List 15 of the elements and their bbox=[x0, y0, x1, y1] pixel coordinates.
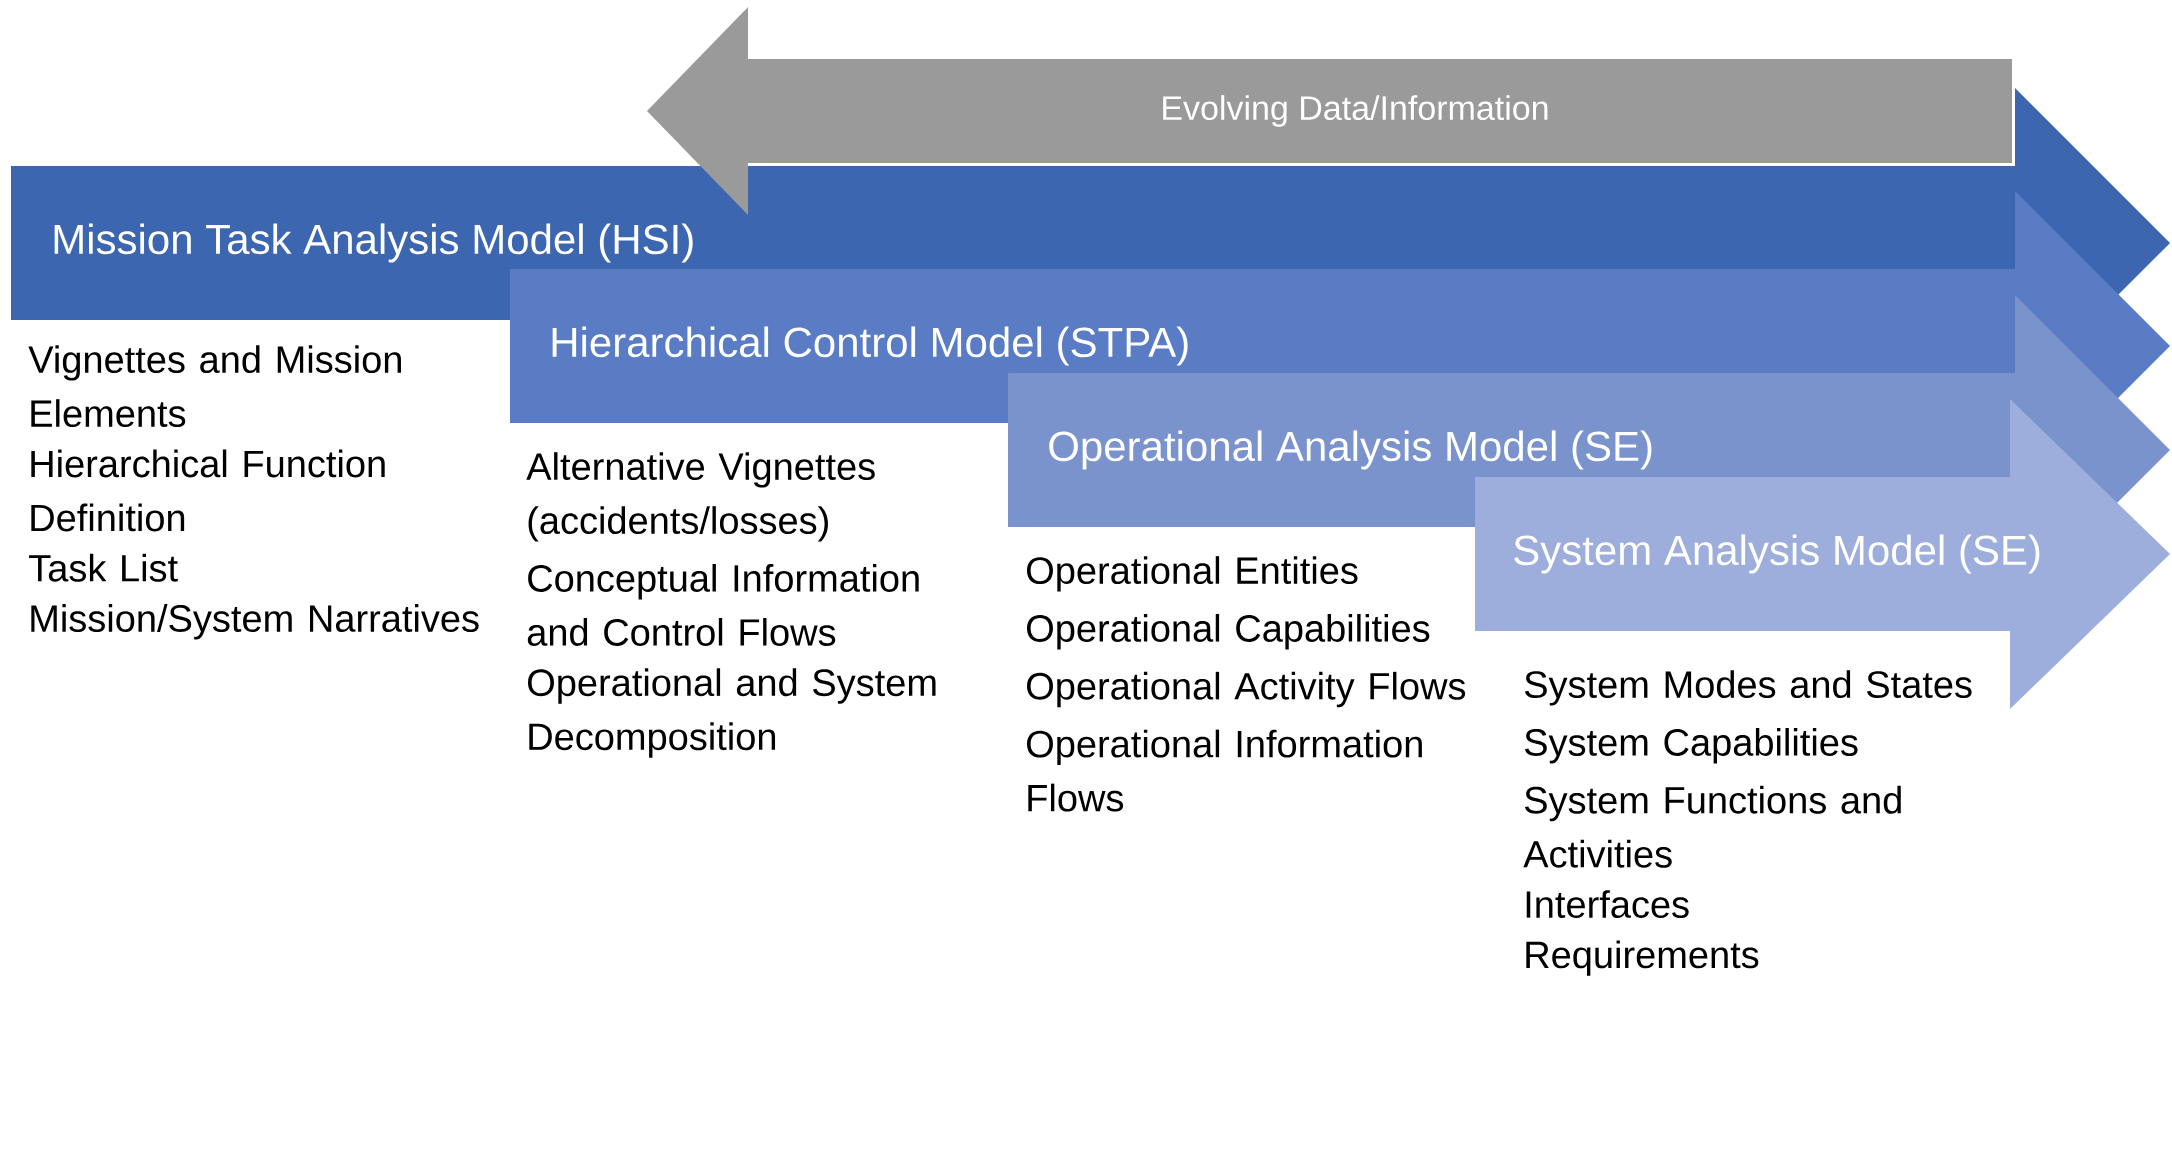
list-item: Requirements bbox=[1526, 940, 1759, 976]
list-item: Operational Activity Flows bbox=[1027, 671, 1466, 708]
list-item: System Functions and Activities bbox=[1523, 785, 1901, 868]
list-item: Interfaces bbox=[1526, 890, 1689, 918]
list-item: System Capabilities bbox=[1524, 728, 1858, 764]
list-item: Operational and System Decomposition bbox=[528, 668, 936, 758]
list-item: Hierarchical Function Definition bbox=[31, 449, 385, 532]
list-item: System Modes and States bbox=[1524, 670, 1972, 706]
list-item: Operational Information Flows bbox=[1027, 729, 1422, 812]
list-item: Operational Entities bbox=[1027, 556, 1358, 592]
list-item: Task List bbox=[29, 553, 178, 582]
list-item: Conceptual Information and Control Flows bbox=[527, 564, 919, 646]
list-item: Operational Capabilities bbox=[1027, 614, 1430, 650]
list-item: Mission/System Narratives bbox=[31, 604, 479, 640]
arrow-band: Evolving Data/Information bbox=[647, 7, 2012, 215]
